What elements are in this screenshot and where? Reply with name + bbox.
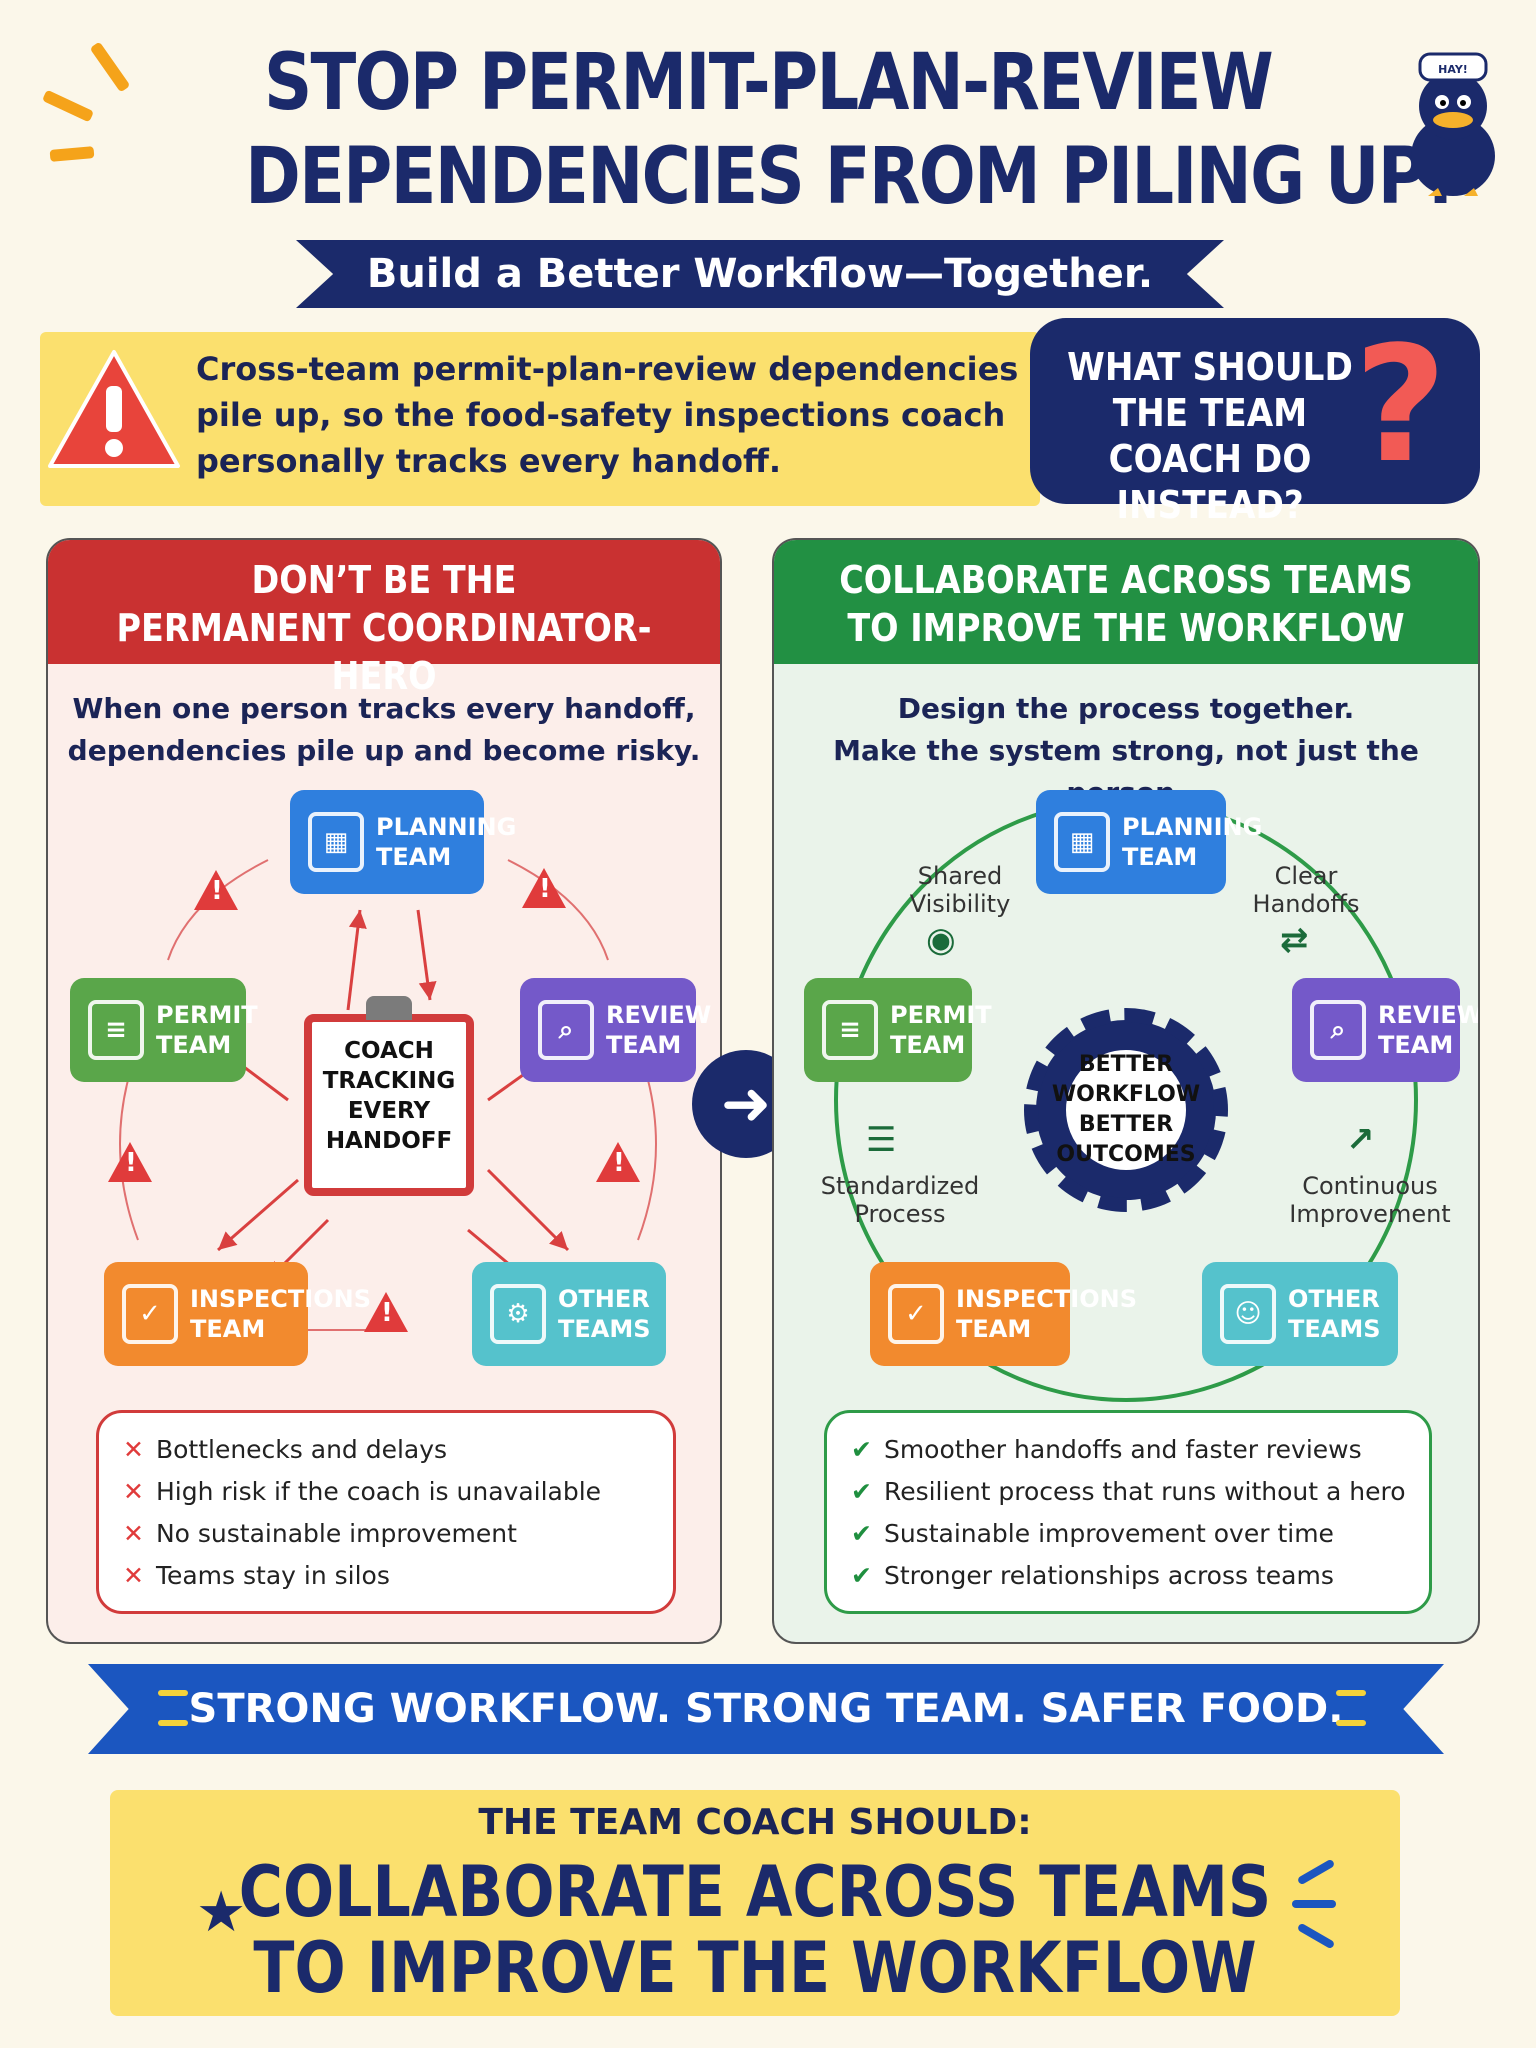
problems-list: ✕Bottlenecks and delays ✕High risk if th… [96,1410,676,1614]
spark-decoration [1336,1720,1366,1726]
question-box: WHAT SHOULD THE TEAM COACH DO INSTEAD? ? [1030,312,1480,527]
permit-document-icon: ≡ [88,1000,144,1060]
list-item: ✕No sustainable improvement [123,1519,517,1548]
practice-clear-handoffs: Clear Handoffs [1252,862,1360,918]
eye-icon: ◉ [926,920,956,960]
coach-clipboard: COACH TRACKING EVERY HANDOFF [304,996,474,1196]
list-item: ✕Teams stay in silos [123,1561,390,1590]
warning-triangle-icon [108,1142,152,1182]
list-icon: ☰ [866,1120,897,1160]
star-icon: ★ [196,1880,247,1945]
building-icon: ▦ [308,812,364,872]
check-mark-icon: ✔ [851,1561,872,1590]
warning-triangle-icon [48,350,180,468]
team-other: ☺OTHER TEAMS [1202,1262,1398,1366]
slogan-text: STRONG WORKFLOW. STRONG TEAM. SAFER FOOD… [188,1686,1344,1732]
list-item: ✔Sustainable improvement over time [851,1519,1334,1548]
team-review: ⌕REVIEW TEAM [520,978,711,1082]
handshake-icon: ⇄ [1280,920,1309,960]
permit-document-icon: ≡ [822,1000,878,1060]
team-inspections: ✓INSPECTIONS TEAM [104,1262,371,1366]
mascot-cap-text: HAY! [1438,63,1468,76]
team-planning: ▦PLANNING TEAM [1036,790,1262,894]
cross-mark-icon: ✕ [123,1477,144,1506]
checklist-icon: ✓ [888,1284,944,1344]
warning-triangle-icon [522,868,566,908]
practice-continuous-improvement: Continuous Improvement [1289,1172,1451,1228]
spark-decoration [49,146,95,162]
problem-band: Cross-team permit-plan-review dependenci… [40,332,1040,506]
right-panel-lead: Design the process together. Make the sy… [833,692,1419,809]
duck-mascot: HAY! [1398,44,1508,204]
list-item: ✔Resilient process that runs without a h… [851,1477,1406,1506]
right-panel-heading: COLLABORATE ACROSS TEAMS TO IMPROVE THE … [774,540,1478,664]
conclusion-band: THE TEAM COACH SHOULD: COLLABORATE ACROS… [110,1790,1400,2016]
magnifier-icon: ⌕ [538,1000,594,1060]
benefits-list: ✔Smoother handoffs and faster reviews ✔R… [824,1410,1432,1614]
team-permit: ≡PERMIT TEAM [70,978,258,1082]
warning-triangle-icon [596,1142,640,1182]
cross-mark-icon: ✕ [123,1435,144,1464]
question-text: WHAT SHOULD THE TEAM COACH DO INSTEAD? [1067,345,1353,527]
left-panel: DON’T BE THE PERMANENT COORDINATOR-HERO … [46,538,722,1644]
cross-mark-icon: ✕ [123,1561,144,1590]
warning-triangle-icon [364,1292,408,1332]
team-review: ⌕REVIEW TEAM [1292,978,1478,1082]
building-icon: ▦ [1054,812,1110,872]
practice-standardized-process: Standardized Process [820,1172,980,1228]
cross-mark-icon: ✕ [123,1519,144,1548]
spark-decoration [89,41,131,93]
question-mark-icon: ? [1354,311,1447,498]
list-item: ✔Smoother handoffs and faster reviews [851,1435,1362,1464]
subtitle: Build a Better Workflow—Together. [366,251,1154,297]
conclusion-text: COLLABORATE ACROSS TEAMS TO IMPROVE THE … [238,1851,1272,2009]
subtitle-ribbon: Build a Better Workflow—Together. [296,240,1224,308]
growth-chart-icon: ↗ [1346,1120,1375,1160]
gear-icon: BETTER WORKFLOW BETTER OUTCOMES [1024,1008,1228,1212]
slogan-banner: STRONG WORKFLOW. STRONG TEAM. SAFER FOOD… [88,1664,1444,1754]
check-mark-icon: ✔ [851,1477,872,1506]
warning-triangle-icon [194,870,238,910]
list-item: ✕High risk if the coach is unavailable [123,1477,602,1506]
gear-people-icon: ⚙ [490,1284,546,1344]
team-planning: ▦PLANNING TEAM [290,790,516,894]
left-panel-heading: DON’T BE THE PERMANENT COORDINATOR-HERO [48,540,720,698]
spark-decoration [158,1720,188,1726]
check-mark-icon: ✔ [851,1435,872,1464]
check-mark-icon: ✔ [851,1519,872,1548]
team-permit: ≡PERMIT TEAM [804,978,992,1082]
conclusion-label: THE TEAM COACH SHOULD: [478,1802,1032,1843]
spark-decoration [41,89,95,123]
practice-shared-visibility: Shared Visibility [909,862,1011,918]
problem-text: Cross-team permit-plan-review dependenci… [196,350,1019,480]
spark-decoration [1336,1690,1366,1696]
magnifier-icon: ⌕ [1310,1000,1366,1060]
spark-decoration [158,1690,188,1696]
list-item: ✕Bottlenecks and delays [123,1435,448,1464]
spark-decoration [1292,1900,1336,1908]
people-icon: ☺ [1220,1284,1276,1344]
team-inspections: ✓INSPECTIONS TEAM [870,1262,1137,1366]
team-other: ⚙OTHER TEAMS [472,1262,666,1366]
right-panel: COLLABORATE ACROSS TEAMS TO IMPROVE THE … [772,538,1480,1644]
page-title: STOP PERMIT-PLAN-REVIEW DEPENDENCIES FRO… [245,38,1456,222]
gear-label: BETTER WORKFLOW BETTER OUTCOMES [1051,1052,1201,1167]
checklist-icon: ✓ [122,1284,178,1344]
left-panel-lead: When one person tracks every handoff, de… [67,692,701,767]
list-item: ✔Stronger relationships across teams [851,1561,1334,1590]
